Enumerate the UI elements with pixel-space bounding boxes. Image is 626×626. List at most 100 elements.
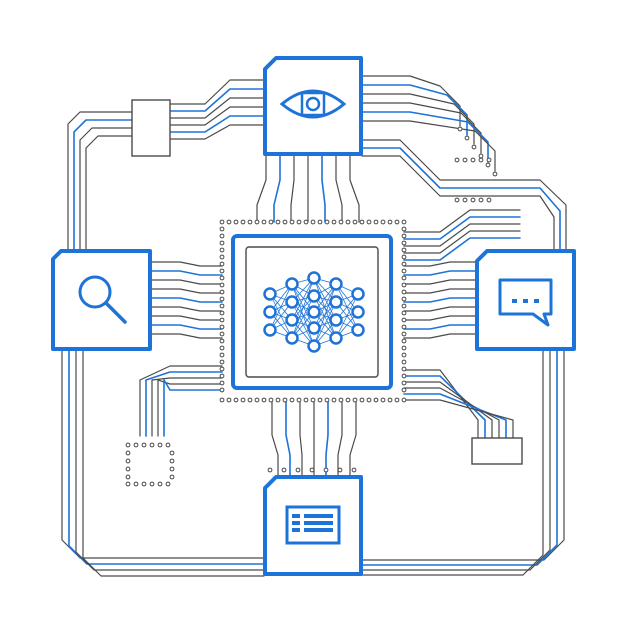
core-pad (219, 282, 225, 288)
socket-dot (157, 481, 163, 487)
neural-node (307, 271, 321, 285)
core-pad (296, 397, 302, 403)
core-pad (401, 324, 407, 330)
core-pad (254, 397, 260, 403)
neural-node (351, 323, 365, 337)
circuit-trace (403, 261, 477, 267)
vision-module (263, 56, 363, 156)
circuit-trace (349, 154, 360, 223)
circuit-trace (150, 261, 223, 267)
circuit-trace (285, 399, 291, 477)
core-pad (401, 233, 407, 239)
socket-dot (157, 442, 163, 448)
pin-dot (470, 197, 476, 203)
core-pad (219, 275, 225, 281)
search-module-frame (51, 249, 152, 351)
circuit-trace (361, 349, 544, 576)
core-pad (303, 219, 309, 225)
neural-node (329, 295, 343, 309)
core-pad (401, 261, 407, 267)
circuit-trace (290, 154, 295, 223)
core-pad (219, 331, 225, 337)
circuit-trace (150, 333, 223, 339)
neural-node (263, 323, 277, 337)
circuit-trace (150, 306, 223, 312)
circuit-trace (271, 399, 279, 477)
core-pad (401, 352, 407, 358)
pin-dot (470, 157, 476, 163)
neural-node (329, 313, 343, 327)
core-pad (366, 397, 372, 403)
core-pad (352, 397, 358, 403)
core-pad (282, 397, 288, 403)
pin-dot (478, 157, 484, 163)
core-pad (380, 219, 386, 225)
neural-node (351, 305, 365, 319)
circuit-trace (403, 393, 507, 439)
pin-dot (478, 153, 484, 159)
socket-dot (169, 458, 175, 464)
core-pad (219, 373, 225, 379)
circuit-trace (139, 365, 223, 437)
core-pad (401, 268, 407, 274)
circuit-trace (361, 349, 558, 566)
core-pad (275, 219, 281, 225)
pin-dot (309, 467, 315, 473)
core-pad (219, 226, 225, 232)
top-left-connector-block (131, 99, 171, 157)
circuit-trace (335, 154, 343, 223)
core-pad (289, 219, 295, 225)
core-pad (226, 397, 232, 403)
circuit-trace (170, 115, 265, 133)
core-pad (387, 397, 393, 403)
core-pad (219, 296, 225, 302)
circuit-trace (67, 111, 133, 251)
core-pad (331, 219, 337, 225)
core-pad (261, 219, 267, 225)
core-pad (268, 397, 274, 403)
circuit-trace (150, 270, 223, 276)
circuit-trace (145, 371, 223, 437)
core-pad (394, 219, 400, 225)
core-pad (401, 345, 407, 351)
core-pad (401, 226, 407, 232)
core-pad (331, 397, 337, 403)
core-pad (317, 219, 323, 225)
socket-dot (133, 442, 139, 448)
circuit-trace (361, 349, 551, 571)
core-pad (219, 268, 225, 274)
core-pad (359, 219, 365, 225)
core-pad (352, 219, 358, 225)
core-pad (401, 247, 407, 253)
pin-dot (485, 162, 491, 168)
socket-dot (169, 466, 175, 472)
socket-dot (149, 481, 155, 487)
circuit-trace (403, 270, 477, 276)
neural-node (307, 305, 321, 319)
core-pad (247, 397, 253, 403)
pin-dot (486, 197, 492, 203)
socket-dot (125, 481, 131, 487)
circuit-trace (325, 399, 329, 477)
socket-dot (169, 450, 175, 456)
socket-dot (165, 442, 171, 448)
core-pad (401, 310, 407, 316)
core-pad (401, 289, 407, 295)
core-pad (282, 219, 288, 225)
core-pad (268, 219, 274, 225)
core-pad (247, 219, 253, 225)
neural-node (285, 331, 299, 345)
neural-node (285, 295, 299, 309)
neural-connection (313, 283, 337, 329)
pin-dot (457, 126, 463, 132)
speech-bubble-icon (498, 278, 553, 327)
circuit-trace (337, 399, 343, 477)
pin-dot (471, 144, 477, 150)
circuit-trace (403, 237, 521, 261)
core-pad (324, 219, 330, 225)
neural-node (285, 277, 299, 291)
circuit-trace (361, 155, 555, 251)
core-pad (338, 397, 344, 403)
core-pad (289, 397, 295, 403)
